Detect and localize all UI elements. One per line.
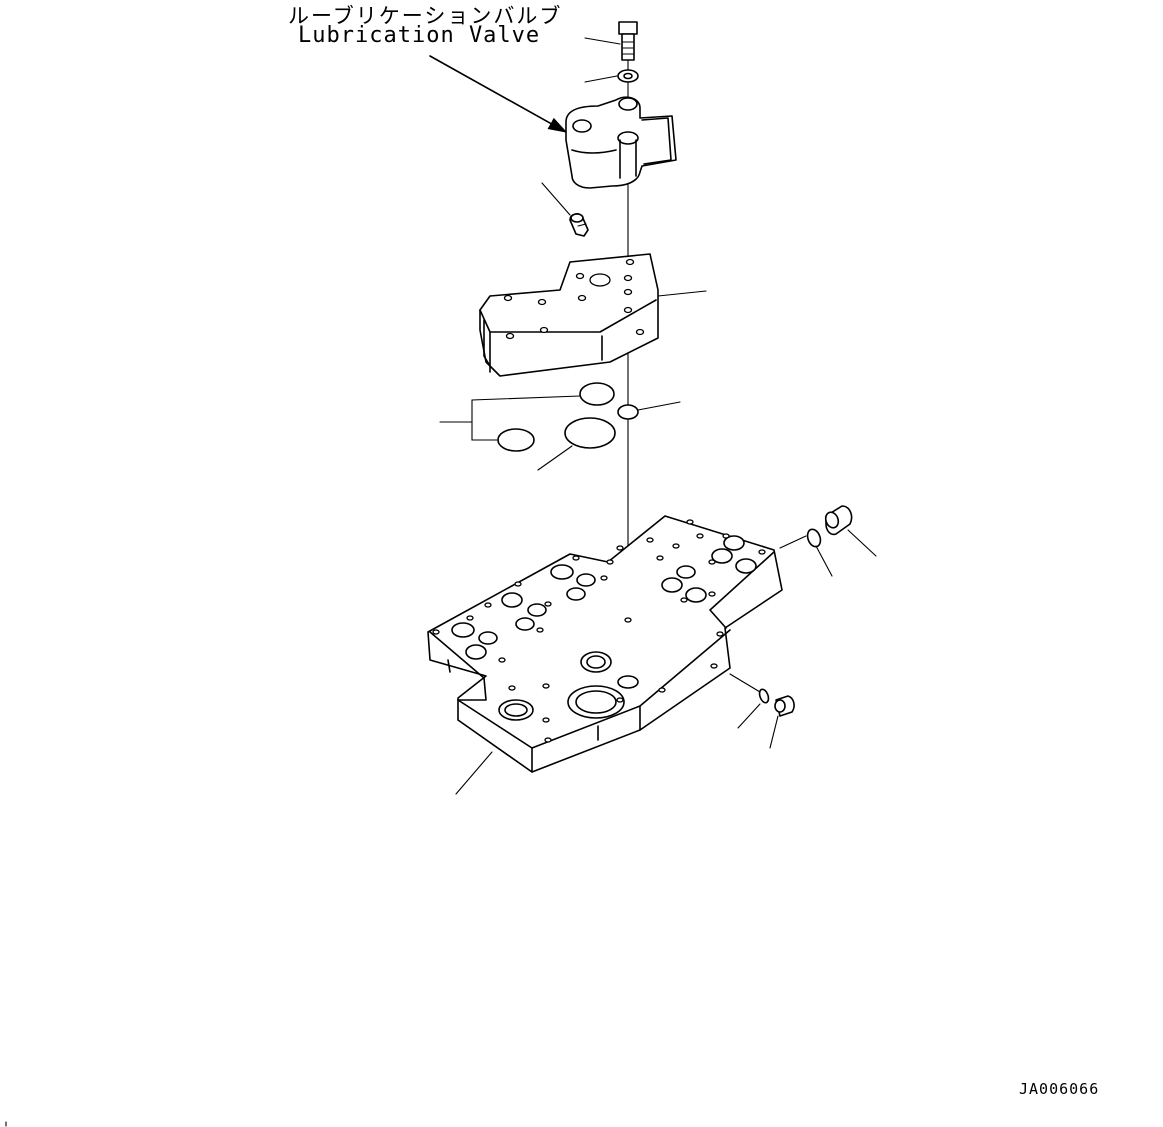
o-ring-right — [806, 528, 822, 548]
leader-lower-axis — [729, 673, 761, 693]
o-ring-lower — [758, 688, 770, 704]
lubrication-valve-label-jp: ルーブリケーションバルブ — [288, 4, 563, 28]
leader-o-ring-right — [815, 545, 833, 577]
plug-lower — [774, 695, 795, 717]
lubrication-valve — [565, 96, 677, 189]
bolt — [618, 21, 638, 61]
washer — [617, 69, 639, 83]
leader-o-ring-2 — [637, 401, 681, 411]
leader-right-axis — [779, 535, 807, 549]
leader-fitting — [541, 182, 571, 216]
plug-right — [824, 505, 853, 536]
drawing-id: JA006066 — [1019, 1080, 1100, 1098]
leader-plug-right — [847, 529, 877, 557]
leader-bolt — [584, 37, 621, 45]
lubrication-valve-label-en: Lubrication Valve — [298, 23, 541, 48]
fitting — [569, 213, 589, 237]
leader-o-ring-lower — [737, 703, 761, 729]
o-ring-3 — [497, 428, 535, 452]
leader-washer — [584, 75, 618, 83]
leader-main-body — [455, 751, 493, 795]
leader-bracket-o-rings — [471, 395, 581, 441]
leader-plug-lower — [769, 715, 779, 749]
main-valve-body — [427, 515, 783, 773]
valve-cover-block — [479, 253, 659, 377]
o-ring-4 — [564, 417, 616, 449]
o-ring-1 — [579, 382, 615, 406]
callout-arrow — [429, 55, 568, 133]
leader-o-ring-4 — [537, 445, 573, 471]
leader-cover — [657, 290, 707, 297]
o-ring-2 — [617, 404, 639, 420]
